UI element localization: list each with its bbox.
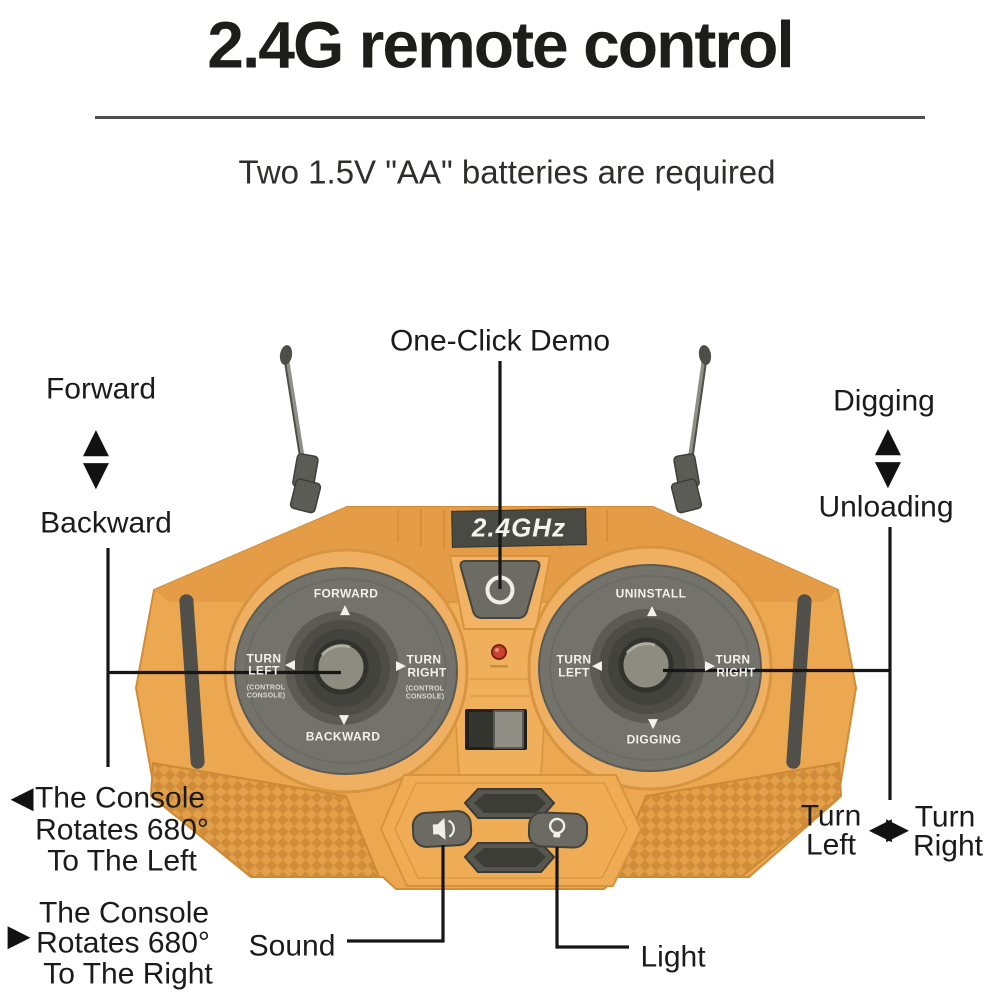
turn-left-line2: Left <box>805 828 857 862</box>
right-stick-turn-left-line1: TURN <box>556 652 592 667</box>
speaker-icon <box>432 817 455 840</box>
left-arrow-icon: ◀ <box>285 657 295 673</box>
light-button <box>527 811 589 849</box>
light-leader-line <box>555 847 629 949</box>
turn-left-line1: Turn <box>800 799 862 833</box>
left-stick-turn-right-line1: TURN <box>406 652 442 667</box>
left-stick-forward-label: FORWARD <box>313 586 379 601</box>
console-left-line1: The Console <box>34 781 206 815</box>
page-subtitle: Two 1.5V "AA" batteries are required <box>238 153 776 191</box>
light-label: Light <box>640 940 706 974</box>
turn-right-line1: Turn <box>914 800 976 834</box>
right-bumper <box>786 594 812 769</box>
hex-button-bottom <box>463 842 556 873</box>
right-arrow-icon: ▶ <box>705 658 715 674</box>
brand-plate <box>451 508 587 548</box>
unloading-label: Unloading <box>818 490 954 524</box>
right-stick-turn-left-line2: LEFT <box>558 665 590 680</box>
turn-right-line2: Right <box>912 829 984 863</box>
page-title: 2.4G remote control <box>207 7 794 82</box>
lightbulb-icon <box>548 817 566 838</box>
backward-label: Backward <box>40 506 172 540</box>
forward-label: Forward <box>45 372 157 406</box>
right-stick-uninstall-label: UNINSTALL <box>615 586 687 601</box>
left-stick-sub4: CONSOLE) <box>405 693 445 701</box>
sound-button <box>411 810 473 848</box>
right-stick-turn-right-line1: TURN <box>715 652 751 667</box>
power-switch <box>465 709 527 750</box>
brand-label: 2.4GHz <box>471 512 567 543</box>
left-arrow-icon: ◀ <box>592 658 602 674</box>
one-click-demo-label: One-Click Demo <box>389 324 611 358</box>
sound-leader-line <box>347 845 445 943</box>
right-stick-leader-line <box>663 527 892 800</box>
console-right-line1: The Console <box>38 896 210 930</box>
header-divider <box>95 116 925 119</box>
power-led <box>490 644 508 668</box>
up-arrow-icon: ▲ <box>647 603 657 619</box>
left-stick-turn-right-line2: RIGHT <box>407 665 447 680</box>
left-right-arrow-icon: ◀▶ <box>868 811 909 847</box>
demo-button <box>459 560 541 619</box>
right-arrow-icon: ▶ <box>396 658 406 674</box>
up-arrow-icon: ▲ <box>340 602 350 618</box>
left-stick-backward-label: BACKWARD <box>305 729 381 744</box>
left-stick-sub3: (CONTROL <box>405 685 445 693</box>
console-right-line3: To The Right <box>43 957 213 991</box>
right-stick-turn-right-line2: RIGHT <box>716 665 756 680</box>
left-arrow-icon: ◀ <box>10 780 34 816</box>
sound-label: Sound <box>248 929 336 963</box>
down-arrow-icon: ▼ <box>874 453 902 494</box>
console-right-line2: Rotates 680° <box>36 926 210 960</box>
down-arrow-icon: ▼ <box>82 454 110 495</box>
up-arrow-icon: ▲ <box>82 421 110 462</box>
down-arrow-icon: ▼ <box>339 712 349 728</box>
left-stick-sub1: (CONTROL <box>246 684 286 692</box>
left-bumper <box>179 594 205 769</box>
left-stick-sub2: CONSOLE) <box>246 692 286 700</box>
left-grip-texture <box>149 761 381 878</box>
right-grip-texture <box>611 761 843 878</box>
right-arrow-icon: ▶ <box>7 918 31 954</box>
left-stick-leader-line <box>106 548 341 767</box>
left-stick-turn-left-line1: TURN <box>246 651 282 666</box>
up-arrow-icon: ▲ <box>874 420 902 461</box>
right-stick-digging-label: DIGGING <box>626 732 682 747</box>
console-left-line3: To The Left <box>47 844 197 878</box>
console-left-line2: Rotates 680° <box>35 813 209 847</box>
button-cluster <box>379 774 643 887</box>
digging-label: Digging <box>833 384 935 418</box>
leader-lines <box>106 361 892 949</box>
left-stick-turn-left-line2: LEFT <box>248 663 280 678</box>
down-arrow-icon: ▼ <box>648 716 658 732</box>
right-joystick <box>527 545 773 791</box>
